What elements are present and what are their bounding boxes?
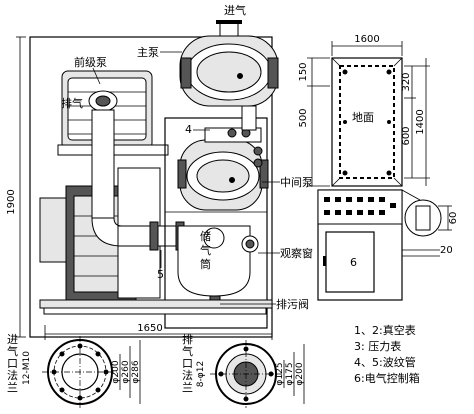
control-cabinet: 6 60 20 — [317, 189, 459, 301]
storage-tank — [177, 225, 259, 309]
legend-item-1: 1、2:真空表 — [354, 323, 416, 337]
dim-overall-width: 1650 — [44, 323, 273, 340]
svg-text:气: 气 — [200, 243, 211, 257]
main-pump — [179, 20, 279, 107]
intake-flange-detail: 进 气 口 法 兰 12-M10 φ200 φ260 φ286 — [7, 333, 141, 408]
dim-150: 150 — [298, 62, 309, 81]
dim-1400: 1400 — [415, 109, 426, 134]
exhaust-label: 排气 — [61, 96, 83, 110]
intermediate-pump-label: 中间泵 — [280, 176, 313, 189]
exhaust-flange — [88, 90, 118, 112]
legend-item-2: 3: 压力表 — [354, 339, 401, 353]
intake-bolt-spec: 12-M10 — [22, 351, 32, 385]
dim-500: 500 — [298, 108, 309, 127]
legend-item-3: 4、5:波纹管 — [354, 355, 416, 369]
exhaust-d3: φ200 — [295, 362, 305, 385]
exhaust-flange-side-label: 排 气 口 法 兰 — [182, 332, 193, 394]
cabinet-number: 6 — [350, 256, 357, 269]
dim-overall-height: 1900 — [6, 36, 26, 338]
observation-window-label: 观察窗 — [280, 246, 313, 260]
callout-4: 4 — [185, 123, 192, 136]
intake-flange-side-label: 进 气 口 法 兰 — [7, 333, 18, 394]
dim-60: 60 — [448, 212, 459, 225]
cabinet-buttons — [324, 197, 396, 215]
intake-d1: φ200 — [111, 360, 121, 383]
dim-600: 600 — [401, 126, 412, 145]
dim-320: 320 — [401, 72, 412, 91]
svg-text:兰: 兰 — [7, 381, 18, 394]
svg-text:口: 口 — [7, 357, 18, 370]
intermediate-pump — [164, 105, 269, 329]
svg-text:法: 法 — [7, 368, 18, 382]
intake-top-label: 进气 — [224, 3, 246, 17]
exhaust-d1: φ125 — [275, 362, 285, 385]
callout-5: 5 — [157, 268, 164, 281]
main-pump-label: 主泵 — [137, 46, 159, 59]
dim-20: 20 — [440, 245, 453, 256]
dim-1600: 1600 — [354, 34, 379, 45]
drain-valve-label: 排污阀 — [276, 297, 309, 311]
svg-text:进: 进 — [7, 333, 18, 346]
svg-text:法: 法 — [182, 368, 193, 382]
intake-d3: φ286 — [131, 360, 141, 383]
svg-text:1900: 1900 — [6, 189, 17, 214]
svg-text:气: 气 — [7, 344, 18, 358]
ground-label: 地面 — [352, 111, 374, 124]
svg-text:气: 气 — [182, 344, 193, 358]
svg-text:1650: 1650 — [137, 323, 162, 334]
svg-text:排: 排 — [182, 332, 193, 346]
legend: 1、2:真空表 3: 压力表 4、5:波纹管 6:电气控制箱 — [354, 323, 420, 385]
exhaust-d2: φ175 — [285, 362, 295, 385]
exhaust-pipe — [91, 109, 213, 251]
svg-text:兰: 兰 — [182, 381, 193, 394]
storage-tank-label: 储 气 筒 — [200, 229, 211, 271]
exhaust-flange-detail: 排 气 口 法 兰 8-φ12 φ125 φ175 φ200 — [182, 332, 305, 408]
intake-d2: φ260 — [121, 360, 131, 383]
svg-text:储: 储 — [200, 229, 211, 243]
legend-item-4: 6:电气控制箱 — [354, 371, 420, 385]
backing-pump-label: 前级泵 — [74, 55, 107, 69]
svg-text:口: 口 — [182, 357, 193, 370]
main-elevation: 进气 主泵 前级泵 排气 中间泵 观察窗 排污阀 储 气 筒 4 5 1900 — [6, 3, 313, 340]
exhaust-bolt-spec: 8-φ12 — [196, 361, 206, 387]
plan-view: 地面 1600 150 500 320 600 1400 — [298, 34, 430, 187]
svg-text:筒: 筒 — [200, 257, 211, 271]
